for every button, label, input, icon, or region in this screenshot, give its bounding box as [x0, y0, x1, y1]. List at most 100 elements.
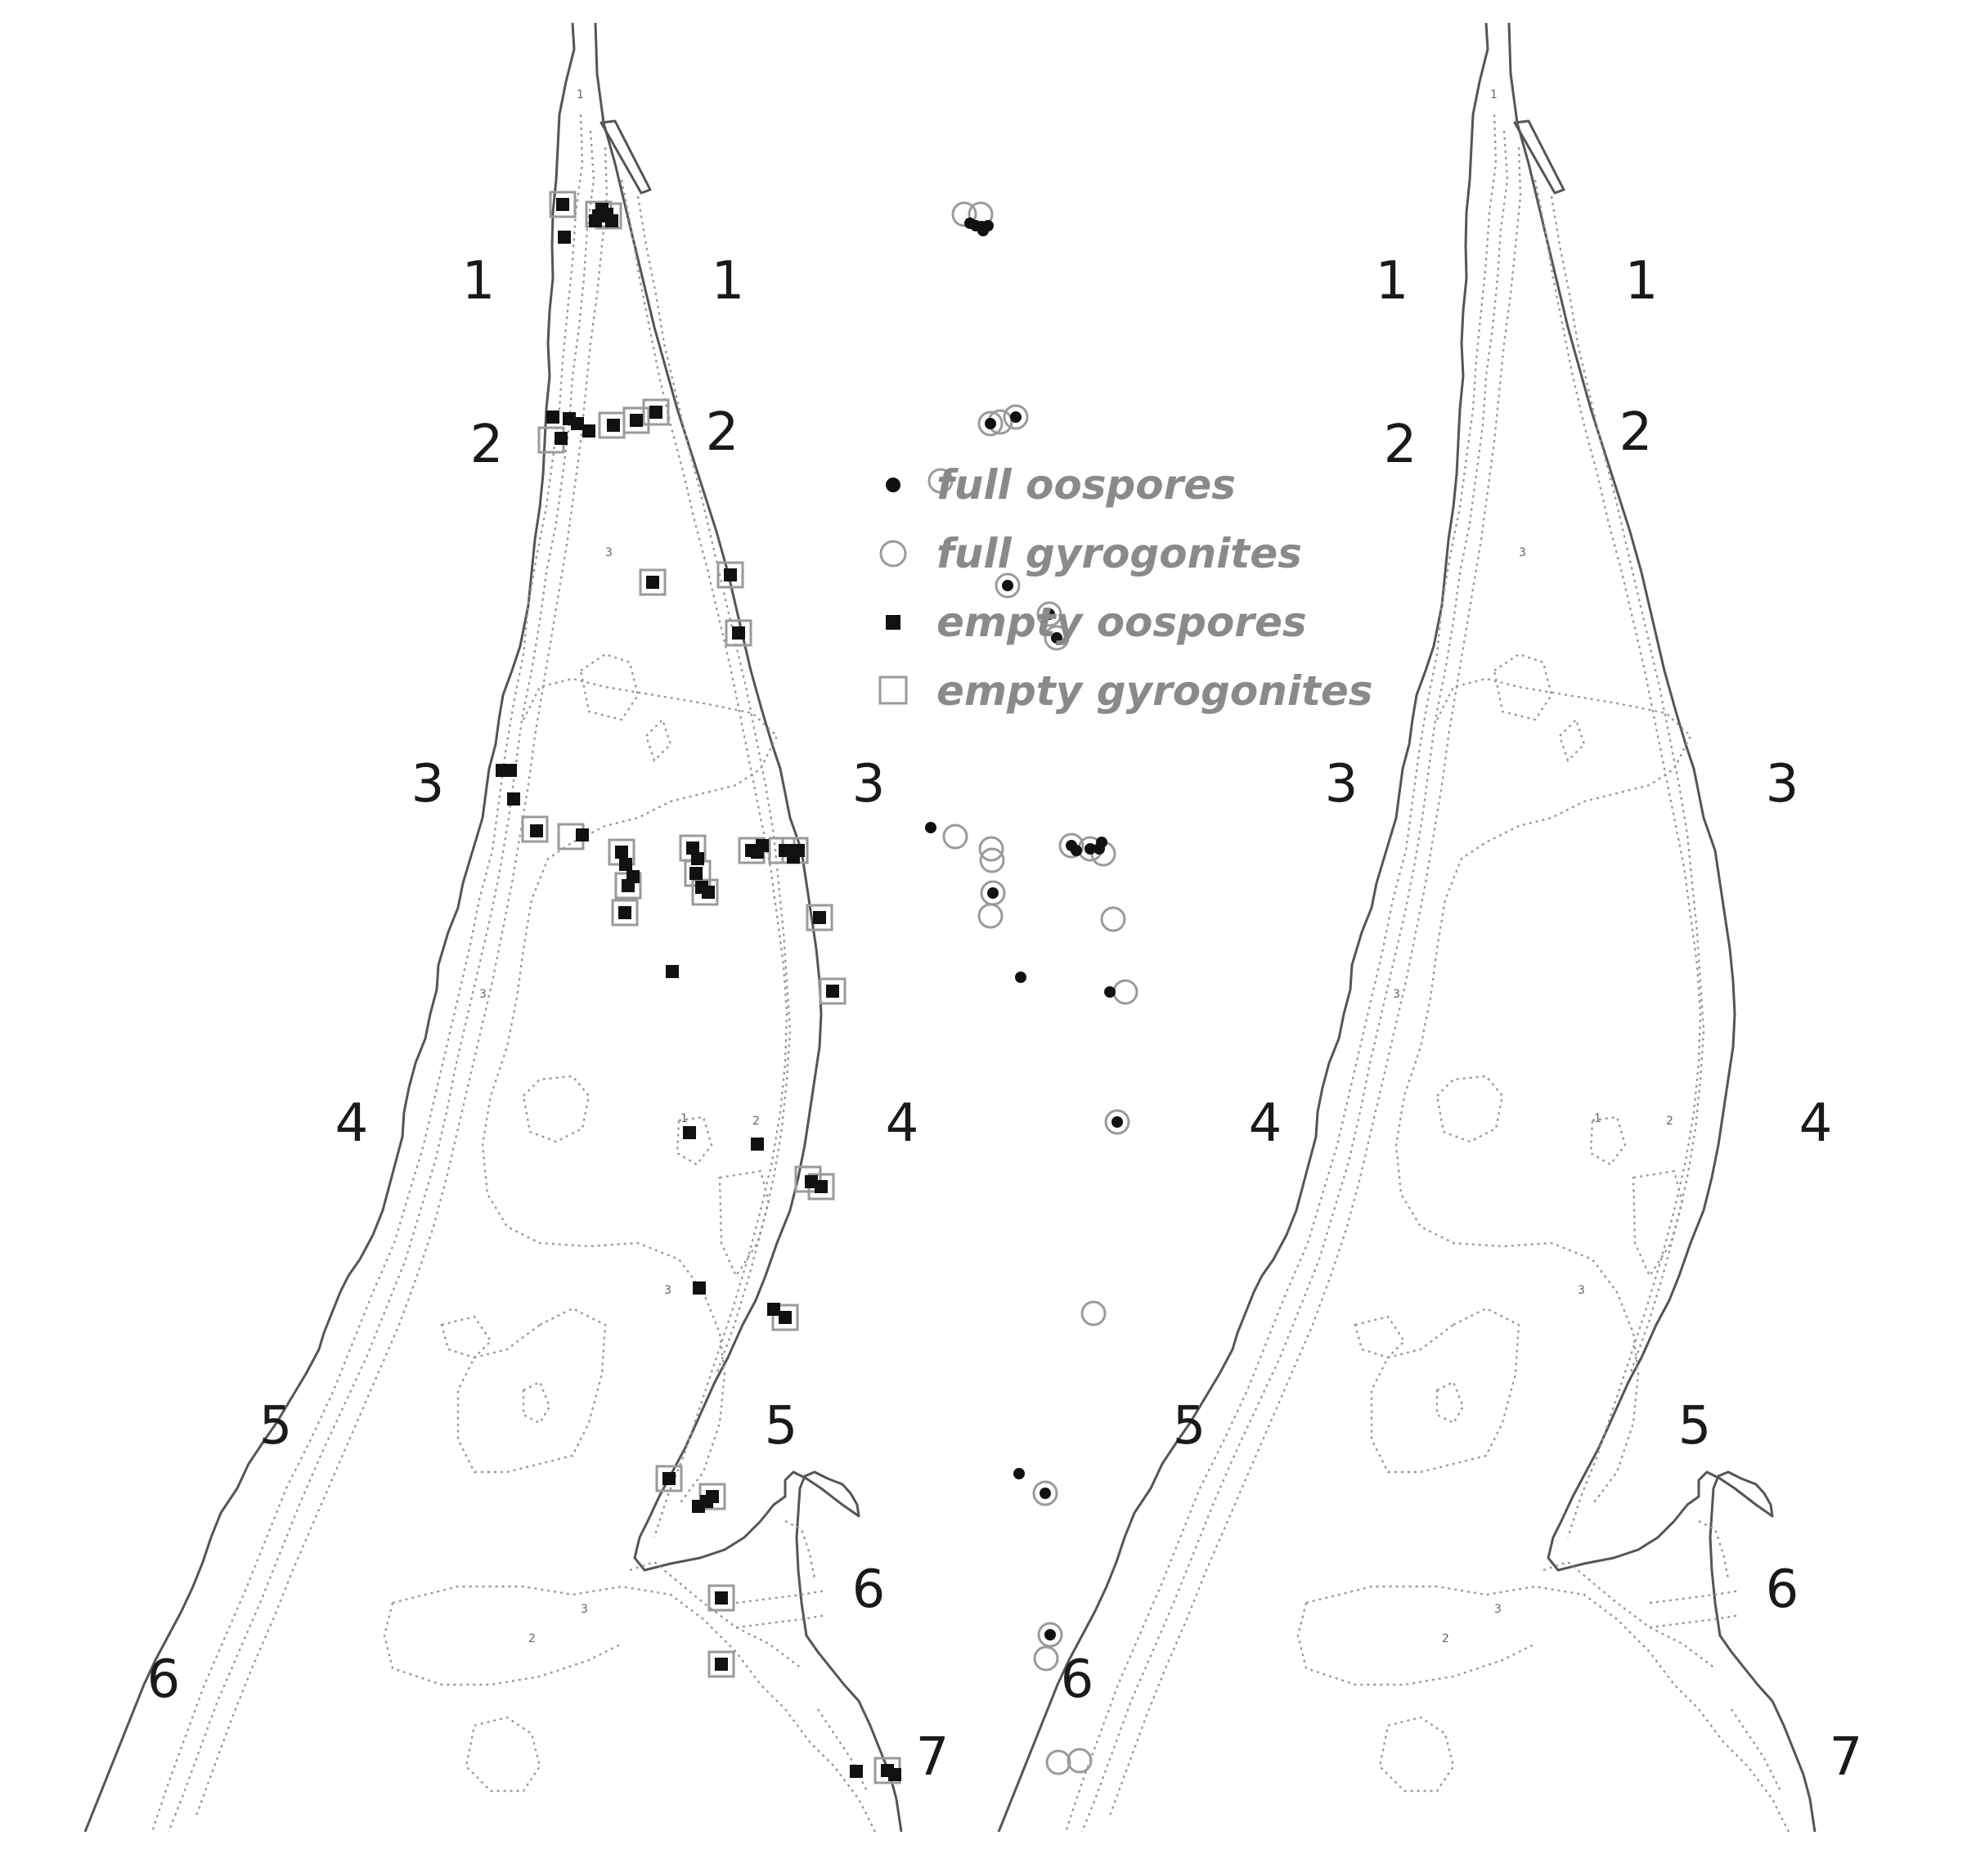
right-full-oospore-marker-17: [1015, 972, 1026, 983]
left-empty-gyrogonite-marker-29: [707, 1650, 735, 1678]
left-empty-oospore-marker-11: [582, 424, 595, 438]
right-full-gyrogonite-marker-11: [979, 847, 1005, 873]
left-empty-oospore-marker-20: [507, 792, 520, 806]
left-empty-oospore-marker-46: [693, 1281, 706, 1295]
left-empty-oospore-marker-16: [724, 568, 737, 581]
left-empty-oospore-marker-13: [630, 414, 643, 427]
legend-label-empty-gyrogonites: empty gyrogonites: [936, 667, 1373, 715]
left-empty-oospore-marker-31: [756, 839, 769, 852]
left-section-label-west-5: 5: [259, 1396, 293, 1456]
right-full-gyrogonite-marker-19: [1104, 1109, 1130, 1135]
left-empty-oospore-marker-26: [686, 842, 699, 855]
right-full-gyrogonite-marker-10: [978, 836, 1004, 862]
right-full-gyrogonite-marker-4: [995, 572, 1021, 599]
left-empty-oospore-marker-17: [732, 626, 745, 640]
right-full-oospore-marker-20: [1013, 1468, 1025, 1479]
left-empty-oospore-marker-28: [689, 867, 703, 880]
left-empty-oospore-marker-35: [745, 844, 758, 857]
left-empty-oospore-marker-57: [888, 1768, 901, 1781]
right-full-gyrogonite-marker-6: [1044, 625, 1070, 651]
left-empty-oospore-marker-38: [618, 906, 631, 919]
left-empty-oospore-marker-43: [751, 1138, 764, 1151]
right-full-oospore-marker-19: [1111, 1116, 1123, 1128]
left-empty-gyrogonite-marker-17: [691, 878, 719, 906]
open-square-icon: [878, 675, 908, 705]
right-full-oospore-marker-15: [1096, 837, 1107, 848]
right-full-oospore-marker-16: [987, 887, 999, 899]
left-empty-oospore-marker-55: [850, 1765, 863, 1778]
right-section-label-west-6: 6: [1061, 1649, 1094, 1710]
legend-item-full-oospores: full oospores: [886, 461, 1236, 509]
right-full-oospore-marker-6: [1010, 411, 1022, 423]
left-section-label-east-5: 5: [765, 1396, 798, 1456]
left-section-label-east-6: 6: [852, 1560, 886, 1620]
left-empty-oospore-marker-41: [666, 965, 679, 978]
right-full-oospore-marker-8: [1044, 608, 1055, 620]
left-empty-oospore-marker-37: [622, 879, 635, 892]
right-section-label-east-7: 7: [1830, 1727, 1863, 1788]
right-full-gyrogonite-marker-14: [1058, 833, 1085, 859]
right-sample-markers: [925, 201, 1138, 1775]
left-empty-gyrogonite-marker-14: [611, 899, 639, 927]
left-empty-gyrogonite-marker-28: [707, 1584, 735, 1612]
left-empty-oospore-marker-53: [715, 1591, 728, 1604]
left-section-label-west-4: 4: [335, 1093, 369, 1154]
left-empty-oospore-marker-47: [767, 1303, 780, 1316]
right-full-gyrogonite-marker-22: [1037, 1622, 1063, 1648]
left-empty-oospore-marker-15: [646, 576, 659, 589]
legend: full oospores full gyrogonites empty oos…: [878, 461, 1373, 715]
right-full-oospore-marker-18: [1104, 986, 1116, 998]
left-section-label-east-2: 2: [706, 402, 739, 463]
left-empty-oospore-marker-9: [571, 417, 584, 430]
left-empty-gyrogonite-marker-8: [716, 561, 744, 589]
right-section-label-west-4: 4: [1249, 1093, 1282, 1154]
left-empty-oospore-marker-51: [662, 1472, 676, 1485]
left-empty-oospore-marker-7: [546, 411, 559, 424]
left-empty-oospore-marker-24: [619, 858, 632, 871]
left-empty-gyrogonite-marker-0: [549, 191, 577, 218]
filled-square-icon: [886, 615, 900, 630]
right-section-label-west-2: 2: [1384, 415, 1417, 475]
left-section-label-west-3: 3: [411, 754, 445, 815]
right-full-gyrogonite-marker-25: [1067, 1748, 1093, 1774]
left-empty-oospore-marker-12: [607, 419, 620, 432]
left-empty-oospore-marker-36: [702, 886, 715, 899]
legend-item-empty-oospores: empty oospores: [886, 599, 1307, 646]
right-section-label-east-5: 5: [1678, 1396, 1712, 1456]
right-full-gyrogonite-marker-18: [1112, 979, 1138, 1005]
left-empty-oospore-marker-4: [605, 214, 618, 227]
right-full-gyrogonite-marker-17: [1100, 906, 1126, 932]
right-full-gyrogonite-marker-21: [1032, 1480, 1058, 1506]
right-full-oospore-marker-7: [1002, 580, 1013, 591]
left-empty-oospore-marker-21: [530, 824, 543, 837]
left-empty-gyrogonite-marker-10: [521, 815, 549, 843]
legend-label-empty-oospores: empty oospores: [936, 599, 1307, 646]
left-section-label-east-3: 3: [852, 754, 886, 815]
legend-item-full-gyrogonites: full gyrogonites: [879, 530, 1302, 577]
right-section-label-east-1: 1: [1625, 251, 1659, 312]
right-section-label-west-1: 1: [1376, 251, 1409, 312]
right-section-label-east-2: 2: [1619, 402, 1653, 463]
left-empty-oospore-marker-39: [813, 911, 826, 924]
left-empty-oospore-marker-52: [692, 1500, 705, 1513]
right-full-oospore-marker-22: [1044, 1629, 1056, 1640]
right-full-gyrogonite-marker-7: [927, 468, 954, 494]
left-section-label-east-1: 1: [712, 251, 745, 312]
right-full-oospore-marker-10: [925, 822, 936, 833]
left-empty-gyrogonite-marker-22: [819, 977, 847, 1005]
left-empty-oospore-marker-22: [576, 828, 589, 842]
open-circle-icon: [879, 540, 907, 568]
left-section-label-west-6: 6: [147, 1649, 181, 1710]
left-empty-oospore-marker-10: [555, 432, 568, 445]
left-empty-gyrogonite-marker-21: [806, 904, 833, 931]
right-full-oospore-marker-9: [1051, 632, 1062, 644]
right-full-gyrogonite-marker-9: [942, 824, 968, 850]
right-full-oospore-marker-12: [1071, 845, 1082, 856]
left-empty-gyrogonite-marker-7: [639, 568, 667, 596]
left-empty-oospore-marker-42: [683, 1126, 696, 1139]
right-section-label-east-6: 6: [1766, 1560, 1799, 1620]
